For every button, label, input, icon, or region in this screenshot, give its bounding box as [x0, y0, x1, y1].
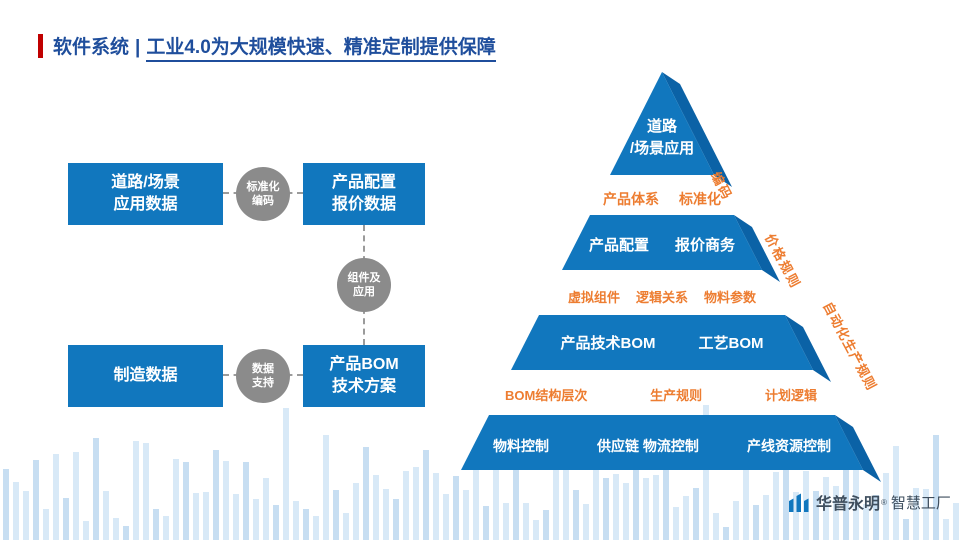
- logo-brand-name: 华普永明: [816, 496, 881, 513]
- pyramid-level1-face: [610, 72, 714, 175]
- box-road-scene-data: 道路/场景 应用数据: [68, 163, 223, 225]
- connector-component-application-line1: 组件及: [347, 271, 381, 284]
- connector-data-support-line1: 数据: [252, 362, 274, 375]
- box-manufacturing-data: 制造数据: [68, 345, 223, 407]
- pyramid-level1-label: 道路 /场景应用: [582, 116, 742, 160]
- pyramid-level1-flap: [662, 72, 732, 187]
- logo-building-icon: [789, 493, 809, 512]
- below1-item1: 产品体系: [603, 191, 659, 207]
- connector-standard-coding: 标准化 编码: [236, 167, 290, 221]
- pyramid-level3-below-text: BOM结构层次 生产规则 计划逻辑: [505, 385, 817, 404]
- level4-item1: 物料控制: [493, 438, 549, 454]
- brand-logo: 华普永明®智慧工厂: [788, 490, 951, 514]
- box-product-bom-line1: 产品BOM: [329, 356, 399, 374]
- title-prefix: 软件系统: [53, 37, 130, 58]
- level4-item2: 供应链 物流控制: [597, 438, 699, 454]
- below3-item1: BOM结构层次: [505, 388, 588, 403]
- connector-standard-coding-line1: 标准化: [246, 180, 280, 193]
- pyramid-level3-flap: [785, 315, 831, 382]
- slide-title: 软件系统|工业4.0为大规模快速、精准定制提供保障: [38, 32, 496, 62]
- level3-item2: 工艺BOM: [698, 335, 764, 352]
- pyramid-level2-flap: [734, 215, 780, 282]
- logo-reg-mark: ®: [881, 497, 887, 507]
- connector-component-application: 组件及 应用: [337, 258, 391, 312]
- below1-item2: 标准化: [679, 191, 721, 207]
- level2-item2: 报价商务: [675, 237, 736, 254]
- connector-data-support-line2: 支持: [252, 377, 274, 389]
- pyramid-level1-label-line2: /场景应用: [629, 139, 695, 157]
- pyramid-level4-face: [461, 415, 863, 470]
- title-main: 工业4.0为大规模快速、精准定制提供保障: [146, 37, 496, 62]
- below3-item3: 计划逻辑: [764, 388, 817, 403]
- title-separator: |: [135, 37, 141, 58]
- pyramid-level3-face: [511, 315, 813, 370]
- box-product-config-line1: 产品配置: [331, 174, 396, 192]
- pyramid-level1-below-text: 产品体系 标准化: [552, 189, 772, 209]
- below2-item1: 虚拟组件: [567, 290, 620, 305]
- level3-item1: 产品技术BOM: [560, 335, 656, 352]
- connector-data-support: 数据 支持: [236, 349, 290, 403]
- pyramid-level3-label: 产品技术BOM 工艺BOM: [539, 332, 785, 353]
- pyramid-level4-flap: [835, 415, 881, 482]
- connector-component-application-line2: 应用: [353, 286, 375, 298]
- level2-item1: 产品配置: [588, 237, 649, 254]
- title-accent-bar: [38, 33, 43, 58]
- pyramid-level2-face: [562, 215, 762, 270]
- below2-item2: 逻辑关系: [635, 290, 688, 305]
- pyramid-level1-label-line1: 道路: [646, 118, 677, 135]
- pyramid-level2-below-text: 虚拟组件 逻辑关系 物料参数: [532, 287, 792, 306]
- below3-item2: 生产规则: [650, 388, 703, 403]
- box-product-bom-line2: 技术方案: [331, 378, 396, 395]
- pyramid-level4-label: 物料控制 供应链 物流控制 产线资源控制: [493, 436, 831, 456]
- box-road-scene-line2: 应用数据: [113, 196, 178, 213]
- connector-standard-coding-line2: 编码: [252, 195, 274, 207]
- decorative-wave: [0, 380, 960, 540]
- box-product-config-line2: 报价数据: [331, 196, 396, 213]
- box-product-bom: 产品BOM 技术方案: [303, 345, 425, 407]
- box-manufacturing-line1: 制造数据: [113, 367, 178, 385]
- logo-suffix: 智慧工厂: [890, 494, 951, 512]
- pyramid-level2-label: 产品配置 报价商务: [542, 234, 782, 255]
- below2-item3: 物料参数: [704, 290, 757, 305]
- box-road-scene-line1: 道路/场景: [111, 174, 180, 192]
- level4-item3: 产线资源控制: [746, 438, 831, 454]
- box-product-config-data: 产品配置 报价数据: [303, 163, 425, 225]
